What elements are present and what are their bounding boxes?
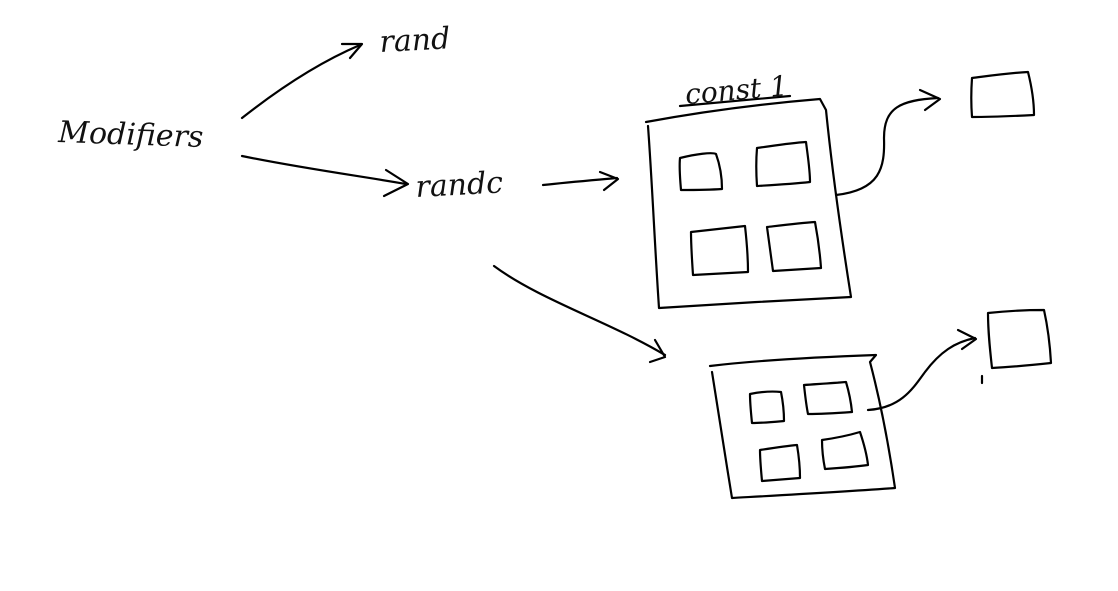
board-2-cell-3 xyxy=(758,443,802,483)
board-1 xyxy=(644,97,853,310)
board-1-frame xyxy=(644,97,853,310)
label-randc: randc xyxy=(415,165,504,205)
arrow-board-2-to-box-2 xyxy=(866,328,978,412)
board-2-cell-1 xyxy=(748,390,786,425)
arrow-randc-to-board-1 xyxy=(541,170,620,192)
arrow-modifiers-to-randc xyxy=(240,154,410,198)
board-1-cell-4 xyxy=(765,220,823,273)
label-rand: rand xyxy=(379,21,452,60)
board-2-frame xyxy=(708,353,897,500)
small-box-1 xyxy=(970,70,1036,119)
board-2-cell-2 xyxy=(802,380,854,416)
label-modifiers: Modifiers xyxy=(57,115,204,155)
const-underline xyxy=(678,94,792,108)
board-1-cell-3 xyxy=(689,224,750,277)
board-1-cell-2 xyxy=(755,140,812,188)
board-1-cell-1 xyxy=(678,152,724,192)
arrow-randc-to-board-2 xyxy=(492,264,667,364)
board-2 xyxy=(708,353,897,500)
board-2-cell-4 xyxy=(820,430,870,471)
arrow-modifiers-to-rand xyxy=(240,42,364,120)
arrow-board-1-to-box-1 xyxy=(834,88,942,197)
small-box-2 xyxy=(986,308,1053,370)
